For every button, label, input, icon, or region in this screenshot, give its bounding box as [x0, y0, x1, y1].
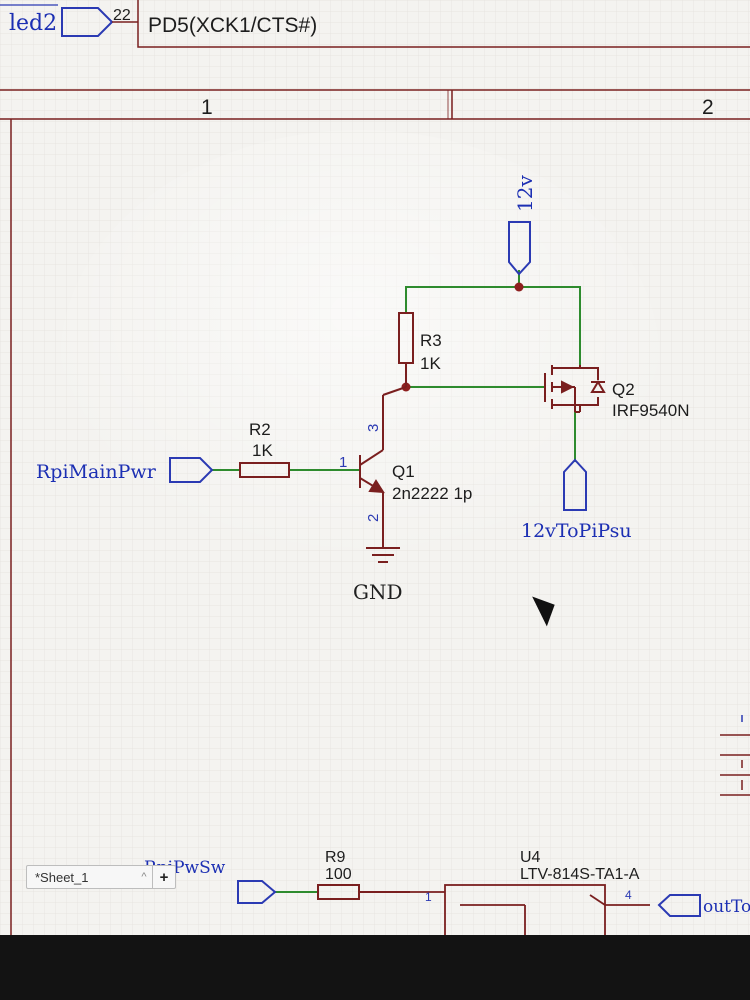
- q1-pin-collector: 3: [365, 424, 382, 432]
- net-flag-rpimainpwr[interactable]: [169, 457, 214, 483]
- schematic-canvas[interactable]: led2 22 PD5(XCK1/CTS#) 1 2 12v R3 1K: [0, 0, 750, 935]
- monitor-bezel: [0, 935, 750, 1000]
- mouse-cursor-icon: [532, 596, 555, 627]
- q2-designator: Q2: [612, 380, 635, 399]
- sheet-tab-label: *Sheet_1: [35, 869, 89, 885]
- frame-ruler: [0, 89, 750, 935]
- right-edge-fragment: [720, 715, 750, 796]
- mosfet-q2[interactable]: [544, 365, 606, 413]
- net-flag-12vtopipsu[interactable]: [563, 458, 587, 511]
- wires: [212, 270, 581, 893]
- schematic-editor-screen: led2 22 PD5(XCK1/CTS#) 1 2 12v R3 1K: [0, 0, 750, 935]
- wire-12v-rail: [405, 286, 581, 365]
- net-flag-12v[interactable]: [508, 221, 531, 276]
- pin-function-label: PD5(XCK1/CTS#): [148, 14, 317, 37]
- tab-menu-chevron-icon[interactable]: ^: [141, 871, 147, 883]
- q1-pin-emitter: 2: [365, 514, 382, 522]
- r3-designator: R3: [420, 331, 442, 350]
- net-flag-rpipwsw[interactable]: [237, 880, 277, 904]
- u4-pin-1: 1: [425, 890, 432, 904]
- u4-value: LTV-814S-TA1-A: [520, 866, 640, 883]
- u4-designator: U4: [520, 849, 541, 866]
- net-label-outto: outTo: [703, 897, 750, 917]
- net-flag-outto[interactable]: [657, 894, 701, 917]
- q2-value: IRF9540N: [612, 401, 689, 420]
- gnd-label: GND: [353, 580, 403, 604]
- r3-value: 1K: [420, 354, 441, 373]
- ruler-column-1: 1: [201, 96, 213, 119]
- resistor-r9[interactable]: [317, 884, 410, 900]
- pin-number-22: 22: [113, 7, 131, 24]
- r2-designator: R2: [249, 420, 271, 439]
- ruler-column-2: 2: [702, 96, 714, 119]
- optocoupler-u4[interactable]: [410, 884, 650, 935]
- sheet-tab-bar: *Sheet_1 ^ +: [26, 865, 176, 889]
- resistor-r2[interactable]: [239, 462, 290, 478]
- r9-designator: R9: [325, 849, 346, 866]
- r9-value: 100: [325, 866, 352, 883]
- transistor-q1[interactable]: [359, 386, 407, 548]
- q1-value: 2n2222 1p: [392, 484, 472, 503]
- net-label-12vtopipsu: 12vToPiPsu: [521, 520, 632, 542]
- junction-12v: [514, 282, 524, 292]
- led2-net-label: led2: [9, 11, 57, 36]
- add-sheet-button[interactable]: +: [152, 866, 175, 888]
- led2-net-flag: [61, 7, 114, 37]
- u4-pin-4: 4: [625, 888, 632, 902]
- q1-pin-base: 1: [339, 454, 347, 471]
- r2-value: 1K: [252, 441, 273, 460]
- top-component-fragment: [0, 0, 750, 48]
- net-label-rpimainpwr: RpiMainPwr: [36, 461, 157, 483]
- net-label-12v: 12v: [513, 175, 537, 212]
- top-component-body: [137, 0, 750, 48]
- resistor-r3[interactable]: [398, 312, 414, 387]
- q1-designator: Q1: [392, 462, 415, 481]
- sheet-tab-active[interactable]: *Sheet_1: [27, 866, 136, 888]
- gnd-symbol[interactable]: [366, 547, 400, 563]
